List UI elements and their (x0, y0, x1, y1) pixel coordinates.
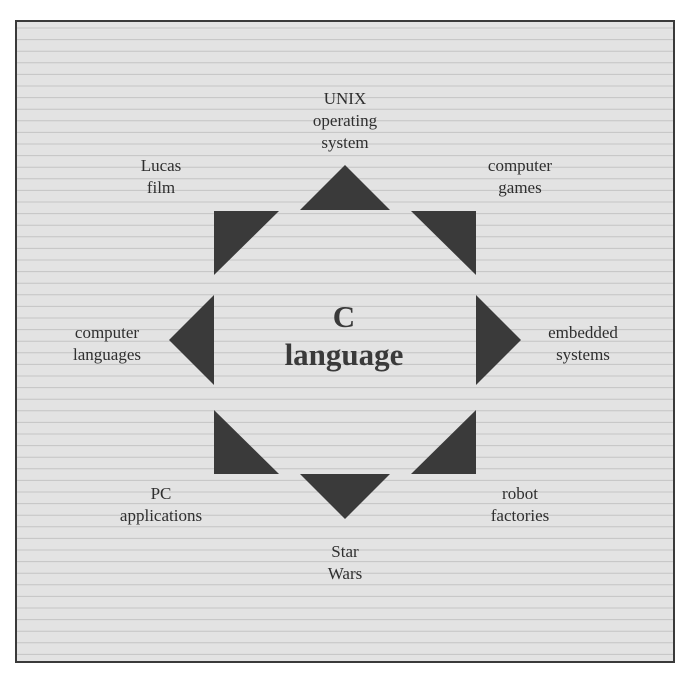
arrow-top (300, 165, 390, 210)
center-title-line-1: C (332, 299, 356, 334)
label-pc-applications: PC applications (119, 484, 203, 525)
label-computer-languages: computer languages (73, 323, 141, 364)
arrow-top-left (214, 211, 279, 275)
label-computer-games: computer games (487, 156, 553, 197)
arrow-left (169, 295, 214, 385)
diagram-frame (15, 20, 675, 663)
arrow-bottom-left (214, 410, 279, 474)
center-title: C language (285, 298, 404, 374)
arrow-top-right (411, 211, 476, 275)
arrow-bottom (300, 474, 390, 519)
label-lucas-film: Lucas film (140, 156, 182, 197)
label-unix-operating-system: UNIX operating system (312, 89, 378, 152)
center-title-line-2: language (284, 337, 404, 372)
label-robot-factories: robot factories (490, 484, 550, 525)
arrow-right (476, 295, 521, 385)
label-star-wars: Star Wars (327, 542, 363, 583)
arrow-bottom-right (411, 410, 476, 474)
label-embedded-systems: embedded systems (548, 323, 618, 364)
